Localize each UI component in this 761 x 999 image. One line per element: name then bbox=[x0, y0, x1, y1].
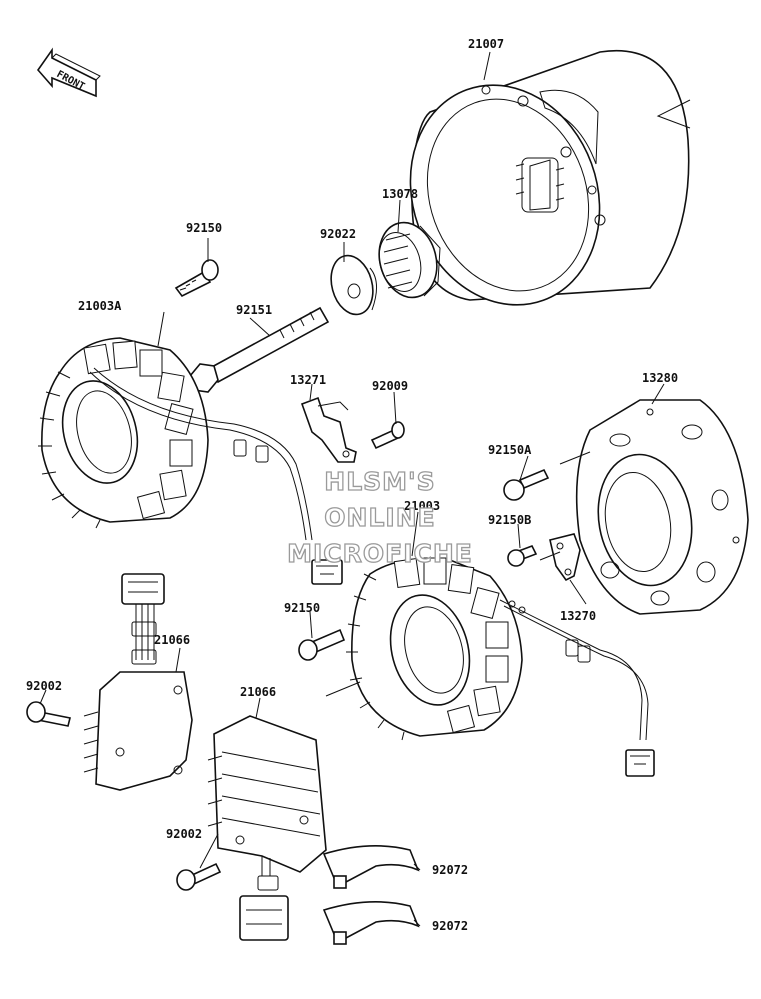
regulator-left-drawing bbox=[83, 573, 193, 791]
bolt-92150-top-drawing bbox=[174, 259, 219, 298]
bolt-92002-mid-drawing bbox=[176, 862, 222, 891]
watermark: HLSM'S ONLINE MICROFICHE bbox=[286, 466, 473, 568]
part-label-13280: 13280 bbox=[642, 371, 678, 385]
bolt-92150-mid-drawing bbox=[298, 628, 346, 661]
bolt-92002-left-drawing bbox=[26, 701, 71, 727]
leader-lines bbox=[39, 51, 665, 927]
regulator-mid-drawing bbox=[207, 715, 327, 941]
part-labels: 21007 13078 92022 92150 21003A 92151 132… bbox=[26, 37, 678, 933]
part-label-92150A: 92150A bbox=[488, 443, 532, 457]
front-arrow: FRONT bbox=[36, 47, 101, 98]
part-label-92150-mid: 92150 bbox=[284, 601, 320, 615]
part-label-92009: 92009 bbox=[372, 379, 408, 393]
rotor-drawing bbox=[409, 50, 691, 306]
bolt-92150A-drawing bbox=[503, 451, 591, 501]
washer-drawing bbox=[330, 254, 377, 316]
part-label-92002-left: 92002 bbox=[26, 679, 62, 693]
part-label-92072-a: 92072 bbox=[432, 863, 468, 877]
stator-21003A-drawing bbox=[38, 337, 343, 585]
part-label-21066-mid: 21066 bbox=[240, 685, 276, 699]
bolt-92151-drawing bbox=[189, 306, 330, 393]
part-label-13078: 13078 bbox=[382, 187, 418, 201]
part-label-21007: 21007 bbox=[468, 37, 504, 51]
part-label-92151: 92151 bbox=[236, 303, 272, 317]
bolt-92150B-drawing bbox=[507, 544, 538, 567]
bracket-13271-drawing bbox=[300, 396, 357, 463]
watermark-line-3: MICROFICHE bbox=[287, 539, 473, 568]
plate-13270-drawing bbox=[539, 533, 581, 582]
part-label-92072-b: 92072 bbox=[432, 919, 468, 933]
watermark-line-1: HLSM'S bbox=[324, 467, 435, 496]
watermark-line-2: ONLINE bbox=[324, 503, 435, 532]
part-label-21066-left: 21066 bbox=[154, 633, 190, 647]
part-label-13271: 13271 bbox=[290, 373, 326, 387]
stator-21003-drawing bbox=[325, 557, 655, 777]
part-label-92022: 92022 bbox=[320, 227, 356, 241]
band-92072-a-drawing bbox=[322, 845, 420, 889]
part-label-13270: 13270 bbox=[560, 609, 596, 623]
band-92072-b-drawing bbox=[322, 901, 420, 945]
holder-13280-drawing bbox=[575, 399, 749, 615]
screw-92009-drawing bbox=[370, 421, 405, 450]
part-label-92150B: 92150B bbox=[488, 513, 531, 527]
part-label-21003: 21003 bbox=[404, 499, 440, 513]
part-label-92150-top: 92150 bbox=[186, 221, 222, 235]
part-label-21003A: 21003A bbox=[78, 299, 122, 313]
starter-gear-drawing bbox=[378, 221, 441, 299]
part-label-92002-mid: 92002 bbox=[166, 827, 202, 841]
